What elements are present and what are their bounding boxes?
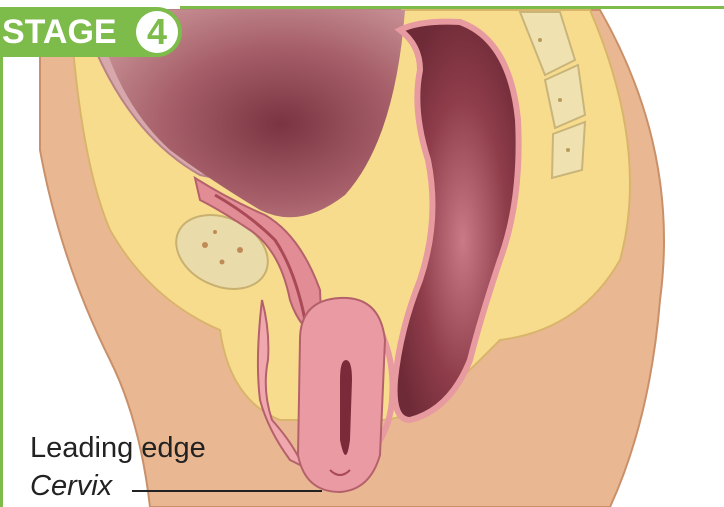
stage-label: STAGE <box>2 13 117 52</box>
leading-edge-label: Leading edge <box>30 432 206 465</box>
frame-left-border <box>0 54 3 507</box>
stage-badge: STAGE 4 <box>0 7 182 57</box>
frame-top-border <box>180 6 724 9</box>
stage-number: 4 <box>136 11 178 53</box>
cervix-label: Cervix <box>30 470 112 503</box>
cervix-leader-line <box>132 490 322 492</box>
